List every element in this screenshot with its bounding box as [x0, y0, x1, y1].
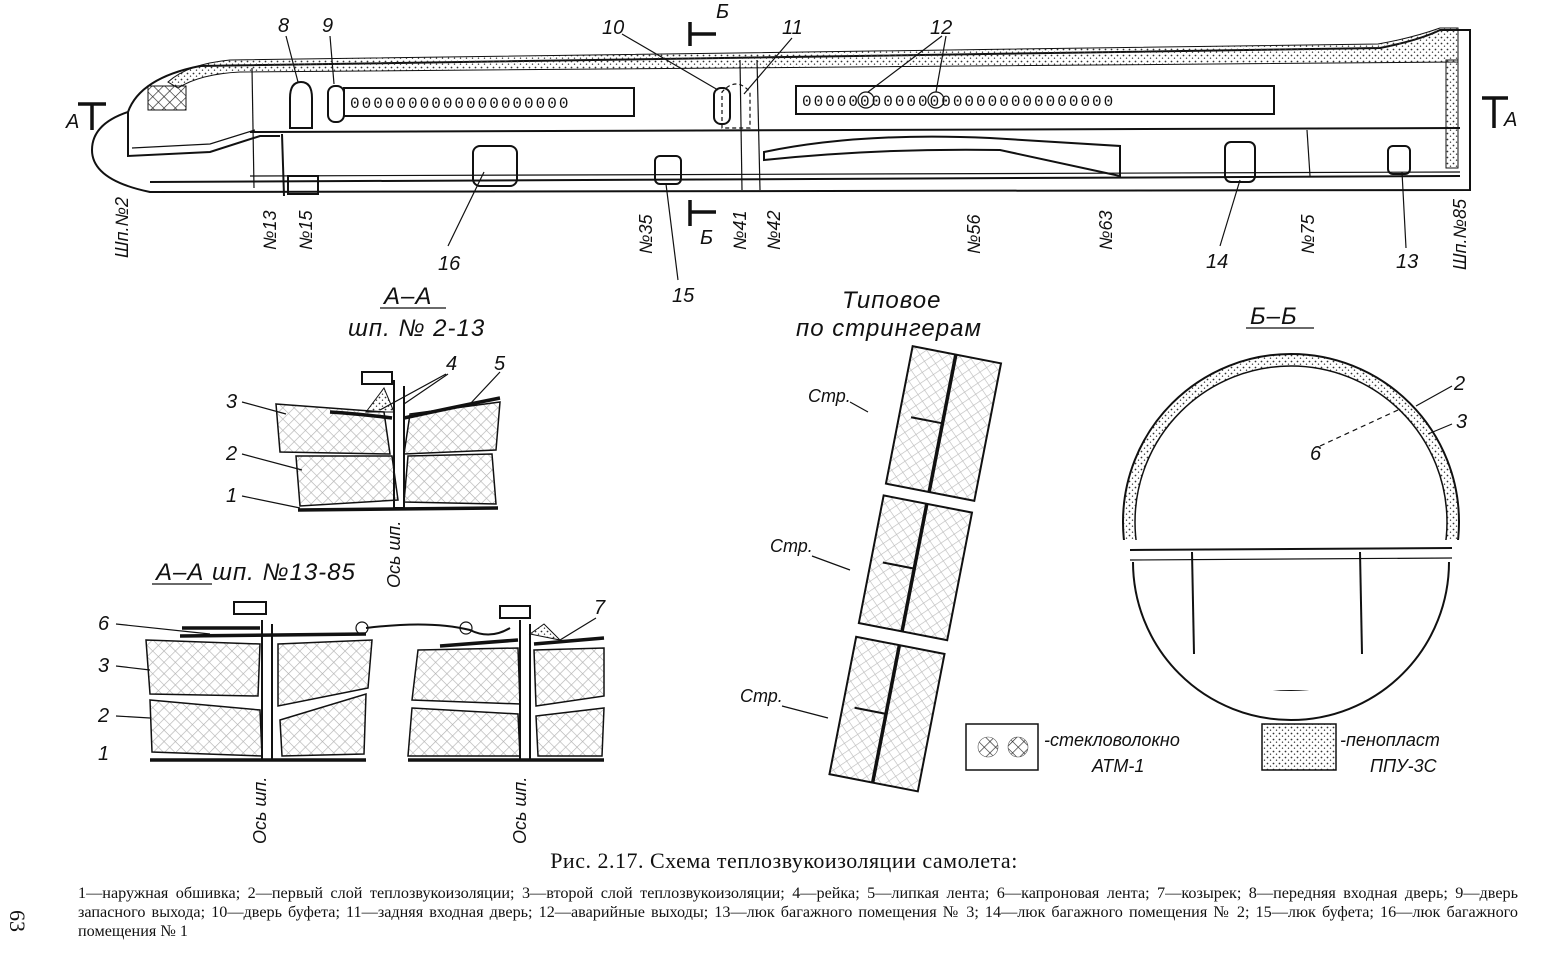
front-entry-door-8 [289, 80, 313, 129]
frame-label-15: №15 [296, 209, 316, 250]
fuselage-skin [90, 29, 1471, 194]
stringer-title-1: Типовое [842, 287, 941, 314]
label-3-aa2: 3 [98, 655, 109, 677]
emergency-exit-door-9 [327, 85, 345, 123]
frame-axis-aa2-right: Ось шп. [510, 777, 530, 844]
legend-foam-name: -пенопласт [1340, 730, 1440, 750]
bb-floor [1129, 547, 1453, 551]
label-3-aa1: 3 [226, 391, 237, 413]
section-aa1-title: А–А [382, 283, 432, 310]
label-6-bb: 6 [1310, 443, 1322, 465]
window-row-aft: 000000000000000000000000000 [802, 93, 1115, 111]
frame-axis-aa1: Ось шп. [384, 521, 404, 588]
fuselage-callouts: 8 9 10 11 12 16 15 14 13 [278, 15, 1418, 307]
legend-fiberglass-grade: АТМ-1 [1091, 756, 1144, 776]
material-legend: -стекловолокно АТМ-1 -пенопласт ППУ-3С [965, 723, 1440, 776]
callout-13: 13 [1396, 251, 1418, 273]
callout-14: 14 [1206, 251, 1228, 273]
baggage-hatch-16 [472, 145, 518, 187]
insulation-layer-2-aa2-left [149, 692, 367, 757]
section-aa1-subtitle: шп. № 2-13 [348, 315, 485, 342]
frame-label-75: №75 [1298, 213, 1318, 254]
label-1-aa1: 1 [226, 485, 237, 507]
stringer-label-1: Стр. [808, 386, 851, 406]
label-1-aa2: 1 [98, 743, 109, 765]
label-2-aa1: 2 [225, 443, 237, 465]
section-aa2-title: А–А шп. №13-85 [154, 559, 356, 586]
frame-label-63: №63 [1096, 210, 1116, 250]
cabin-floor [249, 127, 1461, 133]
stringer-label-2: Стр. [770, 536, 813, 556]
frame-label-85: Шп.№85 [1450, 198, 1470, 270]
section-mark-b-top: Б [716, 1, 729, 23]
label-6-aa2: 6 [98, 613, 110, 635]
wing-center-section [763, 135, 1121, 178]
stringer-title-2: по стрингерам [796, 315, 982, 342]
window-strip-aft [795, 85, 1275, 115]
bb-lower-hull [1132, 561, 1450, 721]
label-7-aa2: 7 [594, 597, 606, 619]
emergency-exit-12a [857, 91, 875, 109]
label-5-aa1: 5 [494, 353, 506, 375]
insulation-layer-3-aa2-right [411, 647, 605, 707]
label-2-bb: 2 [1453, 373, 1465, 395]
section-aa-frames-2-13: А–А шп. № 2-13 3 2 1 4 5 Ось шп. [225, 283, 506, 588]
insulation-layer-2-aa1 [295, 453, 497, 507]
legend-fiberglass-name: -стекловолокно [1044, 730, 1180, 750]
section-mark-a-right: А [1503, 109, 1517, 131]
label-4-aa1: 4 [446, 353, 457, 375]
rear-entry-door-11 [721, 83, 751, 129]
window-row-fwd: 0000000000000000000 [350, 95, 570, 113]
section-markers: А А Б Б [65, 1, 1517, 249]
section-bb: Б–Б 2 3 6 [1120, 303, 1467, 721]
frame-profile-aa1 [393, 380, 405, 509]
frame-label-56: №56 [964, 213, 984, 254]
stringer-label-3: Стр. [740, 686, 783, 706]
fuselage-view: 0000000000000000000 00000000000000000000… [65, 1, 1517, 307]
label-3-bb: 3 [1456, 411, 1467, 433]
figure-caption: Рис. 2.17. Схема теплозвукоизоляции само… [550, 848, 1018, 873]
label-2-aa2: 2 [97, 705, 109, 727]
callout-10: 10 [602, 17, 624, 39]
frame-label-13: №13 [260, 210, 280, 250]
frame-label-2: Шп.№2 [112, 197, 132, 258]
insulation-layer-2-aa2-right [407, 707, 605, 757]
stringer-detail: Типовое по стрингерам Стр. Стр. Стр. [740, 287, 1003, 793]
frame-label-35: №35 [636, 213, 656, 254]
frame-label-41: №41 [730, 210, 750, 250]
section-aa-frames-13-85: А–А шп. №13-85 6 3 2 1 7 Ось шп. Ось шп. [97, 559, 606, 844]
buffet-hatch-15 [654, 155, 682, 185]
insulation-band-top [167, 27, 1459, 89]
page-number: 63 [5, 910, 30, 932]
frame-axis-aa2-left: Ось шп. [250, 777, 270, 844]
insulation-layer-3-aa1 [275, 401, 501, 455]
callout-11: 11 [782, 17, 803, 39]
insulation-diagram: 0000000000000000000 00000000000000000000… [65, 1, 1517, 844]
section-mark-b-bottom: Б [700, 227, 713, 249]
legend-foam-grade: ППУ-3С [1370, 756, 1438, 776]
window-strip-fwd [343, 87, 635, 117]
section-bb-title: Б–Б [1250, 303, 1298, 330]
callout-9: 9 [322, 15, 333, 37]
insulation-layer-3-aa2-left [145, 639, 373, 707]
callout-12: 12 [930, 17, 952, 39]
baggage-hatch-13 [1387, 145, 1411, 175]
kapron-tape [365, 623, 511, 636]
callout-16: 16 [438, 253, 461, 275]
legend-swatch-foam [1261, 723, 1337, 771]
callout-8: 8 [278, 15, 289, 37]
callout-15: 15 [672, 285, 695, 307]
insulation-band-aft [1445, 59, 1459, 169]
frame-station-labels: Шп.№2 №13 №15 №35 №41 №42 №56 №63 №75 Шп… [112, 197, 1470, 270]
frame-label-42: №42 [764, 210, 784, 250]
figure-legend-text: 1—наружная обшивка; 2—первый слой теплоз… [78, 884, 1518, 940]
section-mark-a-left: А [65, 111, 79, 133]
